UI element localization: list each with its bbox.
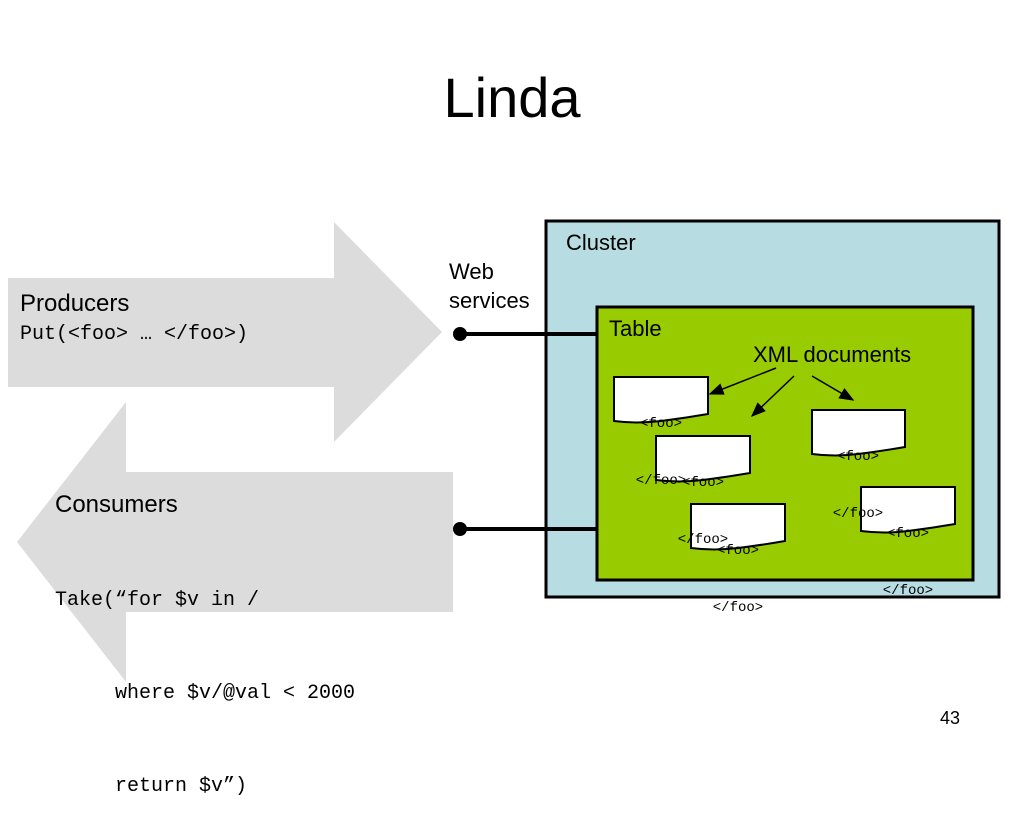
xml-doc-close-tag: </foo> [677, 532, 729, 548]
table-label: Table [609, 316, 662, 341]
slide-title: Linda [443, 66, 581, 129]
consumers-code: Take(“for $v in / where $v/@val < 2000 r… [55, 523, 355, 833]
consumers-code-line: return $v”) [55, 775, 248, 798]
xml-doc-open-tag: <foo> [639, 416, 682, 432]
xml-doc-shape [613, 376, 709, 424]
cluster-label: Cluster [566, 230, 636, 255]
producers-code: Put(<foo> … </foo>) [20, 323, 249, 346]
xml-doc-shape [860, 486, 956, 534]
consumers-arrow [17, 402, 453, 682]
xml-doc: <foo> </foo> [658, 436, 748, 569]
xml-doc-shape [811, 409, 906, 457]
xml-doc: <foo> </foo> [813, 410, 903, 543]
xml-doc-close-tag: </foo> [882, 583, 934, 599]
consumers-label: Consumers [55, 491, 178, 518]
xml-doc-open-tag: <foo> [836, 449, 879, 465]
xml-doc-shape [690, 503, 786, 551]
xml-doc-shape [655, 435, 751, 483]
xml-doc-open-tag: <foo> [886, 526, 929, 542]
producer-connector-dot [453, 327, 467, 341]
xml-doc-close-tag: </foo> [712, 600, 764, 616]
xml-pointer-arrow [811, 375, 855, 401]
xml-doc-close-tag: </foo> [635, 473, 687, 489]
xml-doc-close-tag: </foo> [832, 506, 884, 522]
consumers-code-line: where $v/@val < 2000 [55, 682, 356, 705]
consumer-connector-dot [453, 522, 467, 536]
slide-number: 43 [940, 708, 961, 728]
producers-label: Producers [20, 290, 130, 317]
diagram-canvas [8, 219, 1001, 682]
web-services-line: Web [449, 259, 494, 284]
xml-pointer-arrow [750, 375, 795, 418]
xml-pointer-arrow [708, 367, 777, 395]
xml-doc-open-tag: <foo> [681, 475, 724, 491]
xml-doc: <foo> </foo> [616, 377, 706, 510]
xml-doc-open-tag: <foo> [716, 543, 759, 559]
web-services-line: services [449, 288, 530, 313]
xml-doc: <foo> </foo> [863, 487, 953, 620]
web-services-label: Web services [449, 257, 530, 315]
xml-doc: <foo> </foo> [693, 504, 783, 637]
xml-documents-label: XML documents [753, 342, 912, 367]
consumers-code-line: Take(“for $v in / [55, 589, 260, 612]
producers-arrow [8, 222, 442, 442]
